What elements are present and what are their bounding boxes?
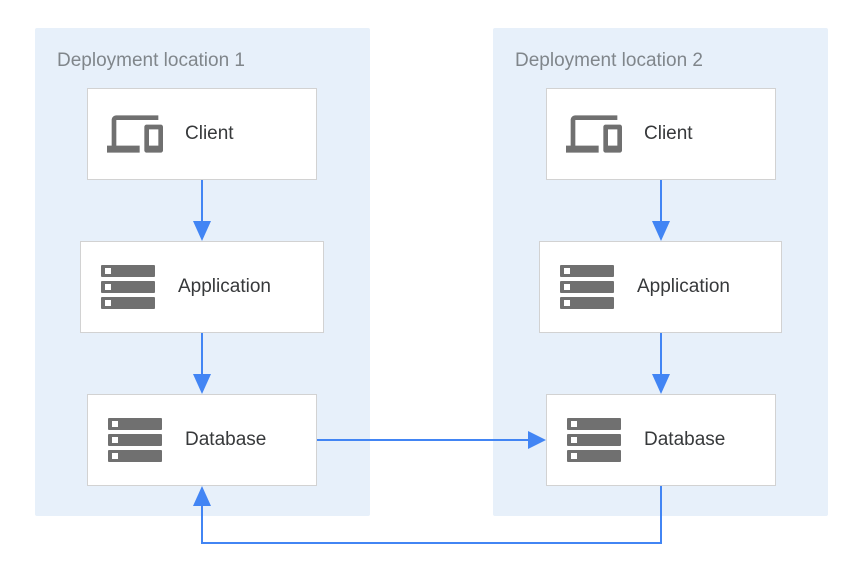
- panel-title-deployment-location-1: Deployment location 1: [57, 50, 245, 71]
- edge-client1-to-application1-line: [201, 180, 203, 221]
- edge-database2-to-database1-segment-down: [660, 486, 662, 544]
- node-label: Client: [644, 123, 693, 144]
- node-label: Database: [644, 429, 726, 450]
- server-stack-icon: [566, 418, 622, 462]
- panel-title-deployment-location-2: Deployment location 2: [515, 50, 703, 71]
- edge-client1-to-application1-arrowhead: [193, 221, 211, 241]
- devices-icon: [107, 106, 163, 162]
- edge-database2-to-database1-segment-up: [201, 506, 203, 542]
- edge-client2-to-application2-line: [660, 180, 662, 221]
- edge-application2-to-database2-arrowhead: [652, 374, 670, 394]
- node-label: Application: [178, 276, 271, 297]
- node-database-2: Database: [546, 394, 776, 486]
- node-label: Client: [185, 123, 234, 144]
- edge-database1-to-database2-arrowhead: [528, 431, 546, 449]
- server-stack-icon: [107, 418, 163, 462]
- server-stack-icon: [100, 265, 156, 309]
- edge-application1-to-database1-line: [201, 333, 203, 374]
- node-application-1: Application: [80, 241, 324, 333]
- node-application-2: Application: [539, 241, 782, 333]
- edge-database1-to-database2-line: [317, 439, 528, 441]
- node-client-2: Client: [546, 88, 776, 180]
- edge-database2-to-database1-segment-across: [201, 542, 662, 544]
- edge-client2-to-application2-arrowhead: [652, 221, 670, 241]
- edge-application1-to-database1-arrowhead: [193, 374, 211, 394]
- server-stack-icon: [559, 265, 615, 309]
- devices-icon: [566, 106, 622, 162]
- node-label: Database: [185, 429, 267, 450]
- edge-database2-to-database1-arrowhead: [193, 486, 211, 506]
- edge-application2-to-database2-line: [660, 333, 662, 374]
- node-client-1: Client: [87, 88, 317, 180]
- node-label: Application: [637, 276, 730, 297]
- node-database-1: Database: [87, 394, 317, 486]
